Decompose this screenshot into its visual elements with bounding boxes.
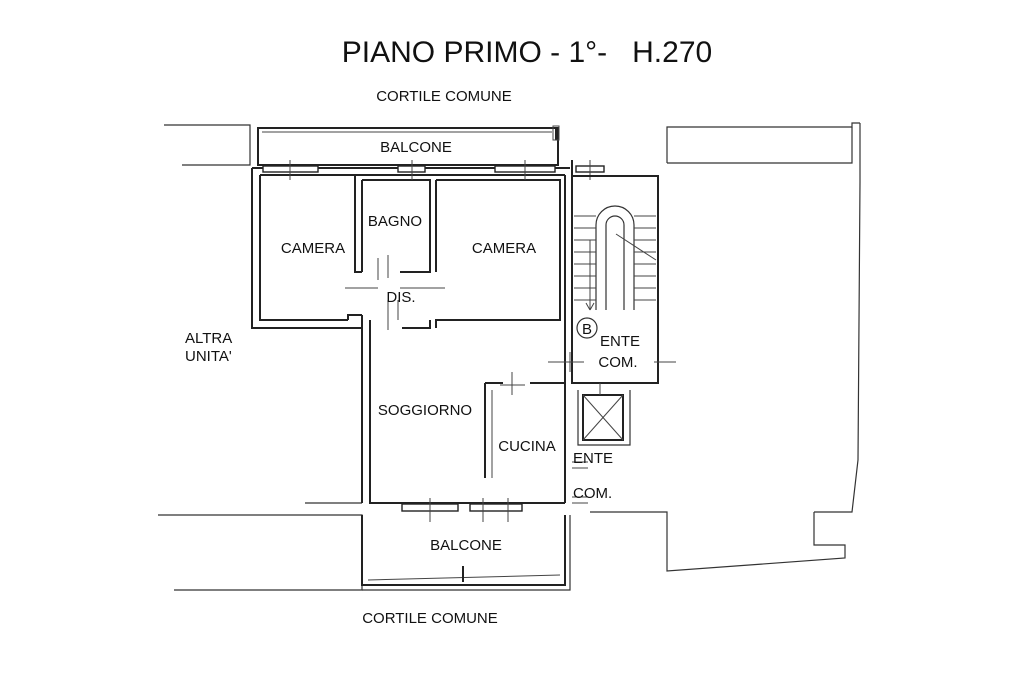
lift-shaft xyxy=(577,383,631,446)
room-label-soggiorno: SOGGIORNO xyxy=(378,402,472,419)
interior-walls xyxy=(354,175,565,478)
balcony-bottom-label: BALCONE xyxy=(430,537,502,554)
common-label-1-line2: COM. xyxy=(598,354,637,371)
surrounding-outline xyxy=(158,122,861,591)
windows-bottom xyxy=(401,498,523,522)
stair-mark-circle xyxy=(576,317,598,339)
stairwell xyxy=(548,175,676,384)
common-label-2-line2: COM. xyxy=(573,485,612,502)
door-marks xyxy=(345,255,525,395)
stair-mark-label: B xyxy=(582,321,592,338)
courtyard-label-bottom: CORTILE COMUNE xyxy=(362,610,498,627)
room-label-cucina: CUCINA xyxy=(498,438,556,455)
common-label-2-line1: ENTE xyxy=(573,450,613,467)
room-label-dis: DIS. xyxy=(386,289,415,306)
other-unit-label-line1: ALTRA xyxy=(185,330,232,347)
other-unit-label-line2: UNITA' xyxy=(185,348,232,365)
balcony-top xyxy=(257,125,560,166)
common-area-marks xyxy=(572,461,588,504)
common-label-1-line1: ENTE xyxy=(600,333,640,350)
balcony-bottom xyxy=(361,515,566,586)
courtyard-label-top: CORTILE COMUNE xyxy=(376,88,512,105)
plan-title: PIANO PRIMO - 1°- H.270 xyxy=(342,36,712,69)
room-label-camera-right: CAMERA xyxy=(472,240,536,257)
room-label-camera-left: CAMERA xyxy=(281,240,345,257)
balcony-top-label: BALCONE xyxy=(380,139,452,156)
windows-top xyxy=(262,160,605,180)
room-label-bagno: BAGNO xyxy=(368,213,422,230)
